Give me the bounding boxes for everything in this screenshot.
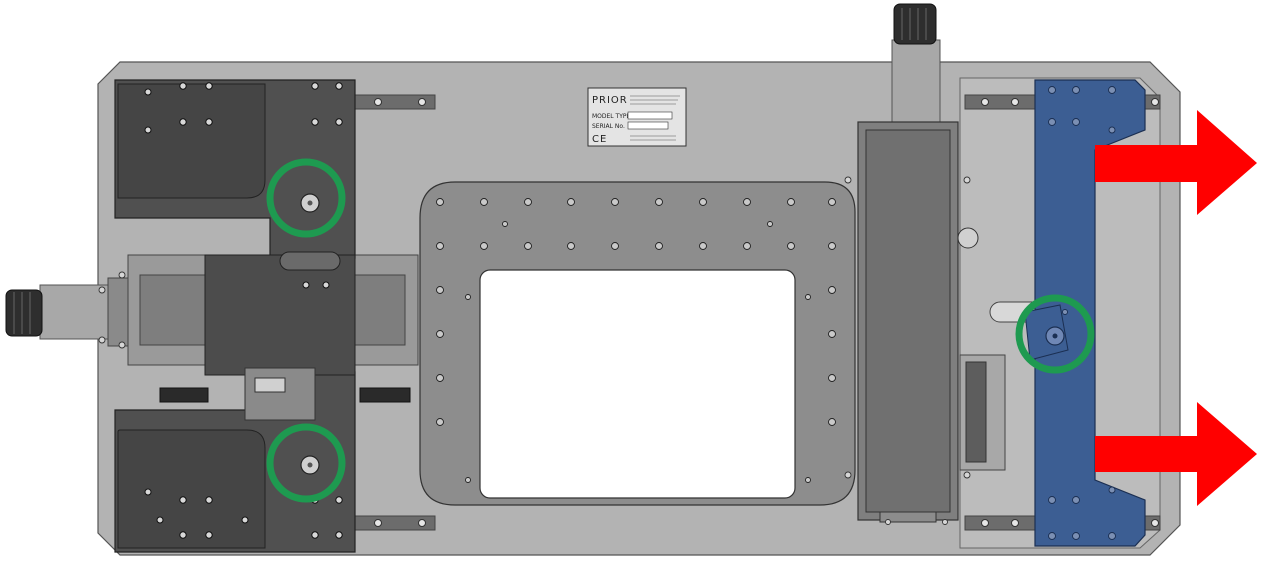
marker-ring-right: [1015, 294, 1095, 374]
scale-plate-right: [359, 387, 411, 403]
screw-top-left-center: [307, 200, 313, 206]
center-plate-holes: [436, 198, 836, 483]
y-axis-slot: [879, 511, 937, 523]
left-stage-center-carriage: [204, 254, 356, 376]
blue-clamp-part: [1034, 79, 1146, 547]
blue-clamp-holes: [1048, 86, 1116, 540]
left-drive-housing: [39, 284, 121, 340]
top-knob: [893, 3, 937, 45]
left-stage-clip-inner: [254, 377, 286, 393]
left-knob: [5, 289, 43, 337]
label-plate-serial: SERIAL No.: [592, 123, 625, 130]
screw-right-center: [1052, 333, 1058, 339]
scale-plate-left: [159, 387, 209, 403]
left-stage-clip: [244, 367, 316, 421]
rail-bottom-right: [964, 515, 1036, 531]
arrow-top: [1095, 110, 1257, 215]
marker-ring-top-left: [266, 158, 346, 238]
left-drive-coupler: [107, 277, 129, 347]
left-stage-top-inner: [117, 83, 266, 199]
arrow-bottom: [1095, 402, 1257, 506]
screw-bottom-left-center: [307, 462, 313, 468]
marker-ring-bottom-left: [266, 423, 346, 503]
y-axis-column-inner: [865, 129, 951, 513]
rail-top-right: [964, 94, 1036, 110]
base-holes: [98, 176, 971, 525]
right-base-round-boss: [957, 227, 979, 249]
center-aperture: [479, 269, 796, 499]
label-plate: PRIOR MODEL TYPE SERIAL No. CE: [587, 87, 687, 147]
left-stage-bottom-inner: [117, 429, 266, 549]
y-drive-housing: [891, 39, 941, 123]
left-stage-slot: [279, 251, 341, 271]
label-plate-brand: PRIOR: [592, 95, 628, 106]
y-axis-side-block-inner: [965, 361, 987, 463]
label-plate-model: MODEL TYPE: [592, 113, 631, 120]
label-plate-ce: CE: [592, 134, 607, 145]
